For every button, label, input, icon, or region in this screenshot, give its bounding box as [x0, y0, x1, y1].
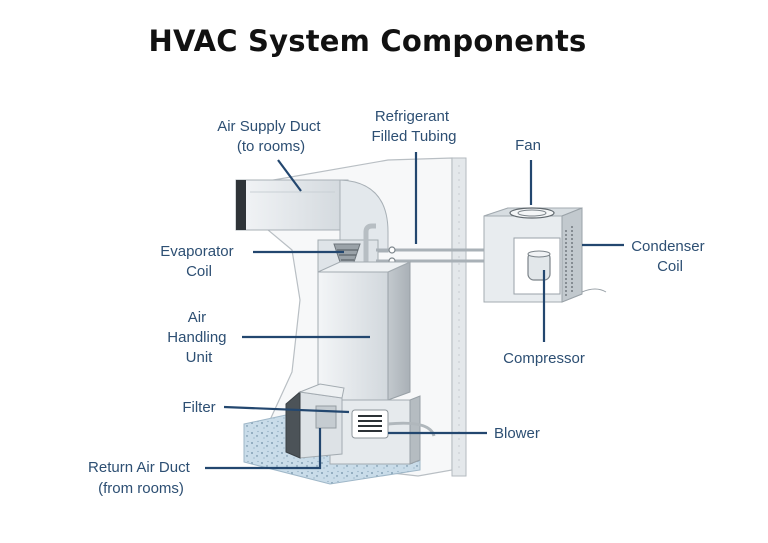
blower-housing — [329, 395, 436, 465]
label-filter: Filter — [182, 399, 215, 416]
label-fan: Fan — [515, 137, 541, 154]
label-refrigerant-tubing: Refrigerant Filled Tubing — [371, 108, 456, 145]
leader-filter — [223, 405, 350, 414]
return-air-duct — [285, 383, 345, 459]
exterior-wall — [451, 157, 467, 477]
air-handling-unit — [317, 261, 411, 401]
label-air-supply-duct: Air Supply Duct (to rooms) — [217, 118, 325, 155]
label-condenser-coil: Condenser Coil — [631, 238, 709, 275]
leader-return-air-duct — [205, 428, 322, 470]
label-evaporator-coil: Evaporator Coil — [160, 243, 238, 280]
label-return-air-duct: Return Air Duct (from rooms) — [88, 459, 194, 497]
label-air-handling-unit: Air Handling Unit — [167, 309, 230, 366]
refrigerant-tubing — [363, 223, 488, 270]
label-compressor: Compressor — [503, 350, 585, 367]
leader-air-supply-duct — [277, 159, 302, 192]
page-title: HVAC System Components — [148, 24, 587, 58]
label-blower: Blower — [494, 425, 540, 442]
condenser-unit — [483, 207, 607, 303]
